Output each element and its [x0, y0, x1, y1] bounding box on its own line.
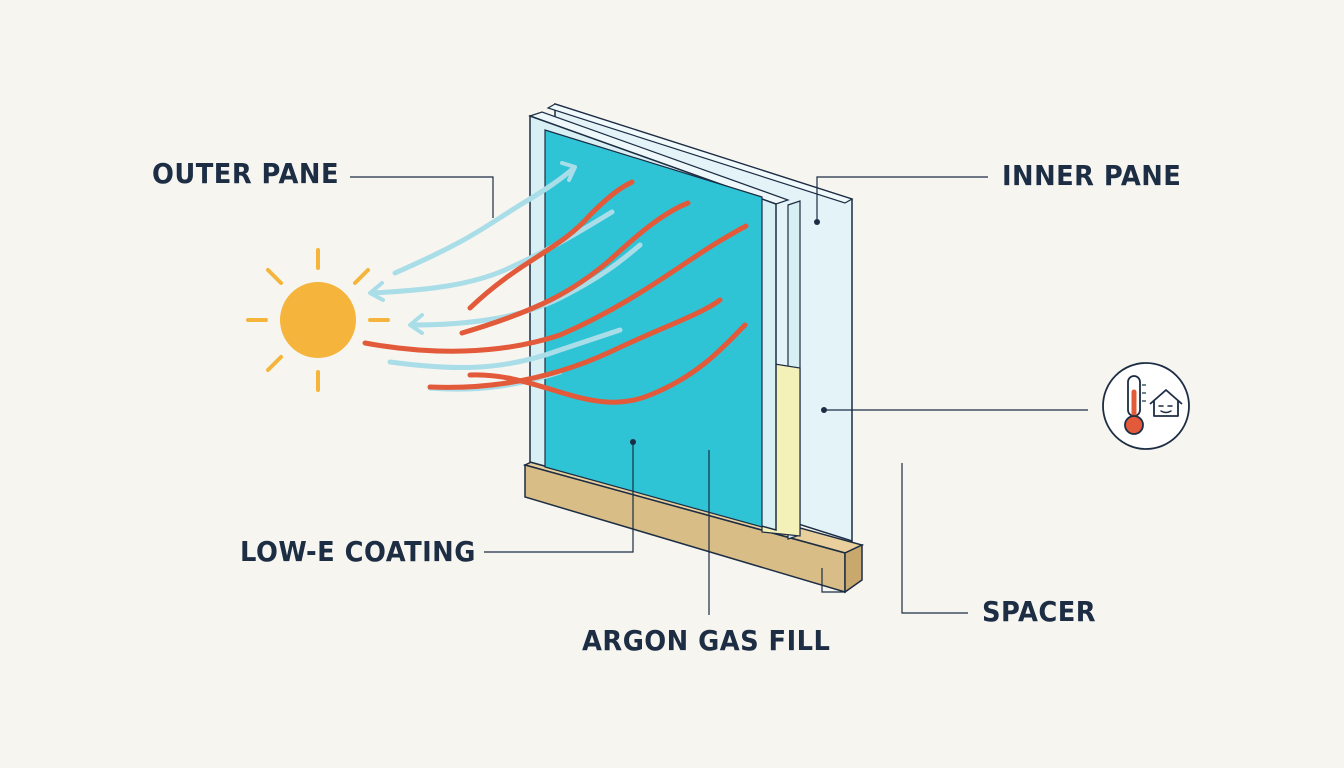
leader-dots — [630, 219, 827, 445]
heat-waves — [362, 179, 749, 405]
leader-inner-pane — [816, 176, 988, 222]
leader-spacer — [901, 463, 968, 614]
leader-outer-pane — [350, 176, 494, 218]
outer-pane-label: OUTER PANE — [152, 157, 340, 190]
thermometer-house-icon — [1102, 362, 1190, 450]
sun-icon — [246, 248, 390, 392]
outer-pane — [528, 111, 790, 531]
spacer-label: SPACER — [982, 595, 1097, 628]
reflection-arrowheads — [368, 161, 577, 335]
inner-pane-label: INNER PANE — [1002, 159, 1182, 192]
leader-low-e — [484, 442, 634, 553]
low-e-coating-label: LOW-E COATING — [240, 535, 476, 568]
leader-lines — [350, 176, 1088, 615]
argon-gas-fill-label: ARGON GAS FILL — [582, 624, 831, 657]
